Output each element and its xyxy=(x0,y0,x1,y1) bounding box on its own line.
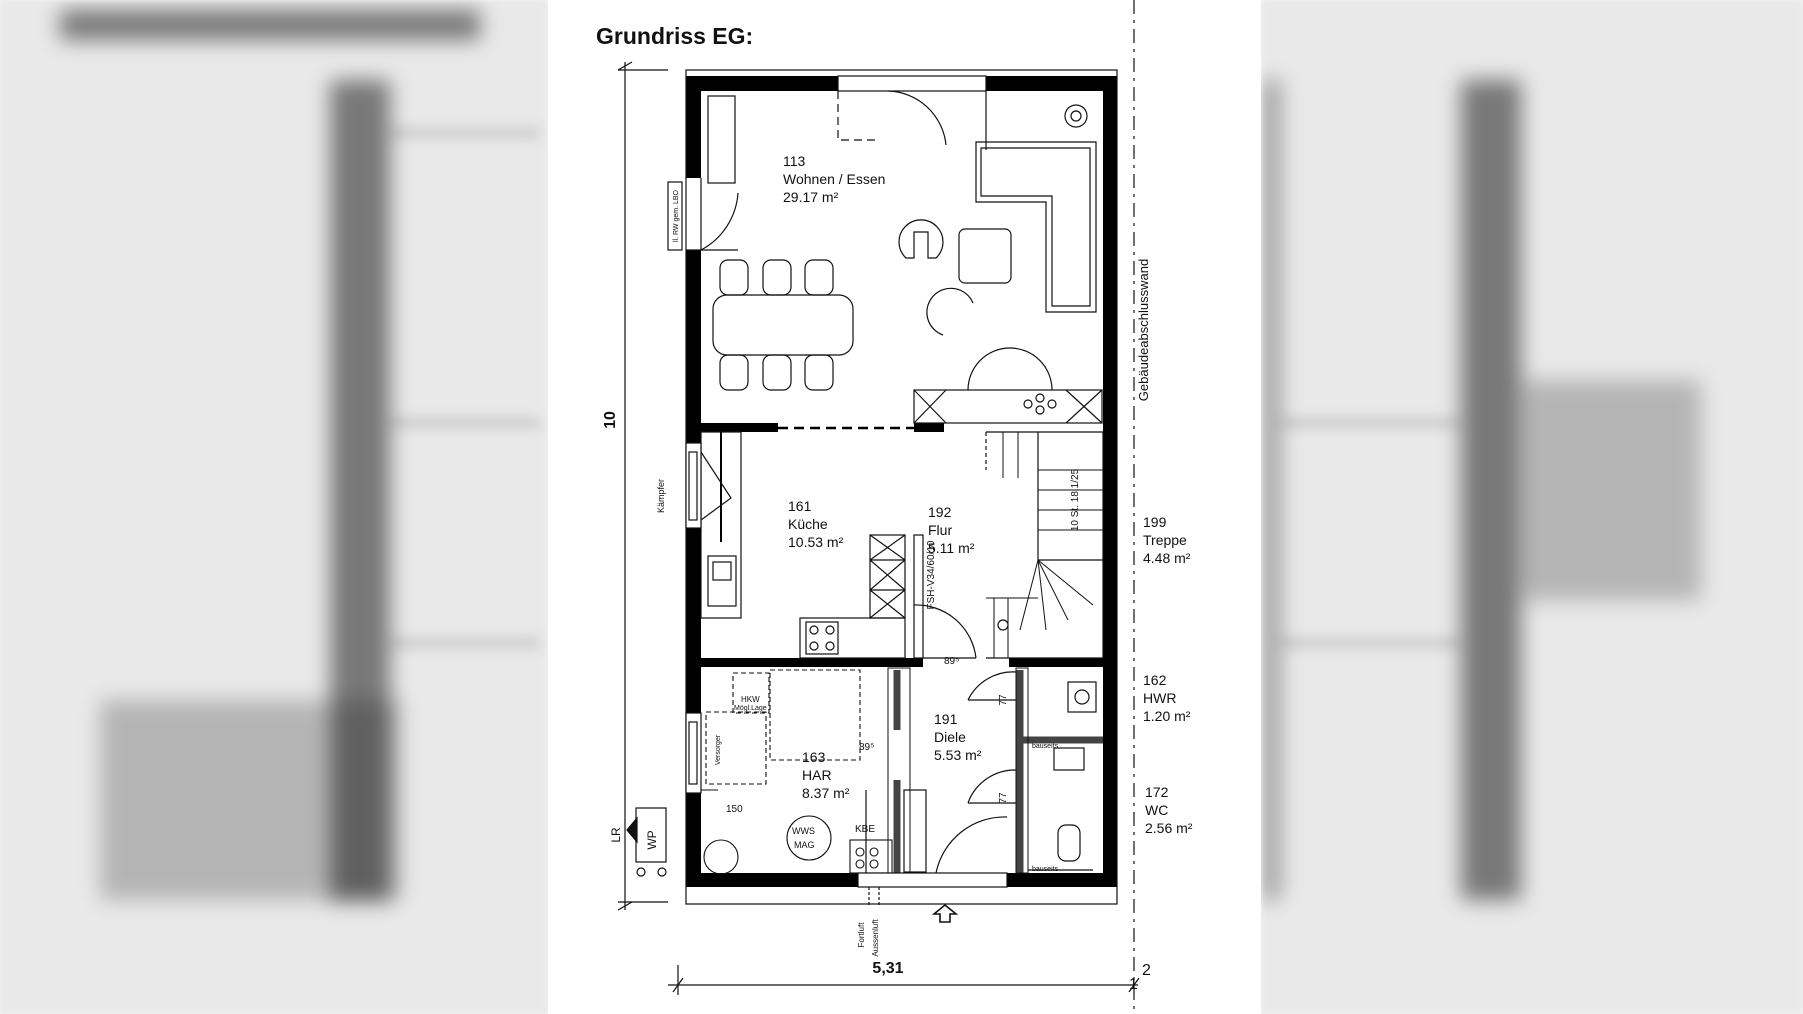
exterior-walls xyxy=(686,76,1117,887)
interior-walls xyxy=(701,423,1103,667)
room-label-treppe: 199 Treppe 4.48 m² xyxy=(1143,514,1191,566)
floor-plan-sheet: Grundriss EG: 10 5,31 2 1 xyxy=(548,0,1261,1014)
room-number: 162 xyxy=(1143,672,1167,688)
heat-pump-unit xyxy=(626,807,667,877)
room-number: 199 xyxy=(1143,514,1167,530)
blurred-background-left xyxy=(0,0,548,1014)
wp-label: WP xyxy=(645,830,659,849)
room-number: 113 xyxy=(783,153,806,169)
room-name: HWR xyxy=(1143,690,1176,706)
fortluft-label: Fortluft xyxy=(857,922,866,948)
har-equipment xyxy=(701,669,893,875)
har-window xyxy=(685,712,702,794)
height-dimension-label: 10 xyxy=(602,411,619,429)
room-label-diele: 191 Diele 5.53 m² xyxy=(934,711,982,763)
mag-label: MAG xyxy=(794,840,815,850)
staircase xyxy=(985,431,1104,659)
door-89-label-1: 89⁵ xyxy=(944,656,959,667)
room-area: 4.48 m² xyxy=(1143,550,1191,566)
door-89-label-2: 89⁵ xyxy=(859,742,874,753)
grid-label-2: 2 xyxy=(1142,962,1151,979)
wet-room-doors xyxy=(967,671,1097,871)
door-77-label-1: 77 xyxy=(998,694,1009,706)
room-area: 2.56 m² xyxy=(1145,820,1193,836)
wws-label: WWS xyxy=(792,826,815,836)
kbe-label: KBE xyxy=(855,824,875,835)
entrance-door xyxy=(857,789,1008,923)
living-room-furniture xyxy=(707,95,1103,424)
room-label-wohnen: 113 Wohnen / Essen 29.17 m² xyxy=(783,153,885,205)
room-number: 163 xyxy=(802,749,826,765)
flur-door xyxy=(913,534,977,659)
room-name: Diele xyxy=(934,729,966,745)
height-dimension xyxy=(617,61,668,911)
grid-label-1: 1 xyxy=(1129,976,1138,993)
room-number: 161 xyxy=(788,498,812,514)
room-number: 172 xyxy=(1145,784,1169,800)
room-name: Küche xyxy=(788,516,828,532)
top-door xyxy=(837,75,987,150)
wall-label: Gebäudeabschlusswand xyxy=(1136,259,1151,401)
bauseits-label-1: bauseits xyxy=(1032,743,1059,750)
room-area: 1.20 m² xyxy=(1143,708,1191,724)
room-area: 5.11 m² xyxy=(928,540,975,556)
hkw-sub-label: Mögl.Lage xyxy=(734,705,767,712)
plan-title: Grundriss EG: xyxy=(596,23,753,49)
room-label-har: 163 HAR 8.37 m² xyxy=(802,749,850,801)
lbo-window: ll. RW gem. LBO xyxy=(667,181,683,251)
width-dimension xyxy=(668,0,1140,1014)
size-150-label: 150 xyxy=(726,804,743,815)
room-name: Flur xyxy=(928,522,952,538)
room-area: 8.37 m² xyxy=(802,785,850,801)
lr-label: LR xyxy=(609,827,623,843)
room-number: 192 xyxy=(928,504,952,520)
room-name: Wohnen / Essen xyxy=(783,171,885,187)
floor-plan: Grundriss EG: 10 5,31 2 1 xyxy=(596,0,1193,1014)
bauseits-label-2: bauseits xyxy=(1032,866,1059,873)
building-outline xyxy=(685,69,1118,905)
stair-label: 10 St. 18.1/25 xyxy=(1070,468,1081,531)
room-area: 10.53 m² xyxy=(788,534,844,550)
room-area: 29.17 m² xyxy=(783,189,839,205)
lbo-label: ll. RW gem. LBO xyxy=(673,189,680,242)
width-dimension-label: 5,31 xyxy=(872,960,903,977)
room-label-hwr: 162 HWR 1.20 m² xyxy=(1143,672,1191,724)
room-area: 5.53 m² xyxy=(934,747,982,763)
hkw-label: HKW xyxy=(741,695,760,704)
door-77-label-2: 77 xyxy=(998,792,1009,804)
kaempfer-label: Kämpfer xyxy=(656,479,666,513)
kaempfer-window xyxy=(685,442,732,529)
door-type-label: FSH-V34/60/10 xyxy=(926,540,937,609)
room-label-kueche: 161 Küche 10.53 m² xyxy=(788,498,844,550)
room-name: HAR xyxy=(802,767,832,783)
room-label-wc: 172 WC 2.56 m² xyxy=(1145,784,1193,836)
room-name: WC xyxy=(1145,802,1168,818)
room-number: 191 xyxy=(934,711,958,727)
room-label-flur: 192 Flur 5.11 m² xyxy=(928,504,975,556)
versorgung-label: Versorger xyxy=(715,734,722,765)
aussenluft-label: Aussenluft xyxy=(871,919,880,957)
room-name: Treppe xyxy=(1143,532,1187,548)
blurred-background-right xyxy=(1261,0,1803,1014)
side-door xyxy=(686,178,739,251)
lower-interior-walls xyxy=(893,670,1103,873)
